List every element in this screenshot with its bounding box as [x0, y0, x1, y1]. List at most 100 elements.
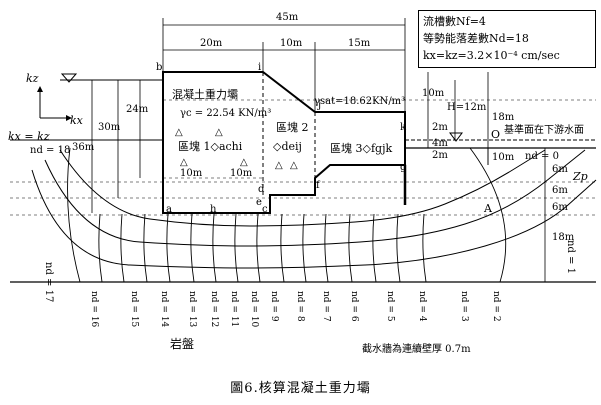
equipotential-line-1 — [98, 213, 103, 283]
equipotential-line-13 — [372, 213, 377, 283]
aggregate-symbol-5: △ — [275, 160, 283, 171]
pt-O-label: O — [491, 128, 500, 141]
dim-right-4m-label: 4m — [432, 138, 448, 149]
dim-24m-label: 24m — [126, 104, 149, 115]
point-label-f: f — [316, 180, 321, 191]
point-label-g: g — [400, 162, 407, 173]
point-label-h: h — [210, 204, 217, 215]
dim-36m-label: 36m — [72, 142, 95, 153]
equipotential-line-12 — [348, 213, 353, 283]
equipotential-drops-text: 等勢能落差數Nd=18 — [423, 32, 529, 45]
dim-6a-label: 6m — [552, 164, 568, 175]
bottom-nd-label-10: nd = 7 — [321, 291, 331, 322]
bottom-nd-label-12: nd = 5 — [385, 291, 395, 322]
equipotential-line-2 — [120, 213, 125, 283]
aggregate-symbol-4: △ — [240, 157, 248, 168]
nd17-label: nd = 17 — [43, 262, 54, 302]
bottom-nd-label-11: nd = 6 — [349, 291, 359, 322]
bedrock-label: 岩盤 — [170, 336, 194, 351]
aggregate-symbol-3: △ — [180, 157, 188, 168]
bottom-nd-label-1: nd = 16 — [89, 291, 99, 328]
headwater-symbol — [60, 73, 78, 83]
equipotential-line-right — [469, 147, 507, 283]
nd18-top-label: nd = 18 — [30, 145, 70, 156]
block2b-label: ◇deij — [273, 140, 302, 153]
bottom-nd-label-5: nd = 12 — [209, 291, 219, 327]
dim-right-2m-label: 2m — [432, 122, 448, 133]
kz-label: kz — [26, 72, 39, 85]
equipotential-line-7 — [234, 213, 239, 283]
equipotential-line-8 — [256, 213, 261, 283]
kz-arrow — [37, 86, 43, 92]
aggregate-symbol-2: △ — [215, 127, 223, 138]
gamma-sat-label: γsat=18.62KN/m³ — [314, 96, 405, 107]
dim-total-width-label: 45m — [276, 12, 299, 23]
equipotential-line-15 — [422, 213, 427, 283]
dim-18-label: 18m — [552, 232, 575, 243]
dim-right-H-label: H=12m — [447, 102, 487, 113]
bottom-nd-label-6: nd = 11 — [229, 291, 239, 327]
tailwater-symbol — [449, 132, 463, 142]
bottom-nd-label-2: nd = 15 — [129, 291, 139, 328]
cutoff-label: 截水牆為連續壁厚 0.7m — [362, 342, 471, 355]
equipotential-line-3 — [143, 213, 148, 283]
nd0-label: nd = 0 — [525, 151, 559, 162]
equipotential-lines — [67, 147, 507, 283]
flow-channels-text: 流槽數Nf=4 — [423, 15, 486, 28]
flow-line-3 — [31, 169, 597, 269]
point-label-a: a — [166, 204, 172, 215]
dim-right-2m-b-label: 2m — [432, 150, 448, 161]
equipotential-line-9 — [280, 213, 285, 283]
equipotential-line-5 — [190, 213, 195, 283]
figure-caption: 圖6.核算混凝土重力壩 — [230, 381, 371, 396]
bottom-nd-label-15: nd = 2 — [491, 291, 501, 322]
flow-lines — [31, 149, 597, 269]
bottom-nd-label-14: nd = 3 — [459, 291, 469, 322]
dim-right-18m-label: 18m — [492, 112, 515, 123]
equipotential-line-10 — [302, 213, 307, 283]
aggregate-symbol-6: △ — [290, 160, 298, 171]
dim-right-10b-label: 10m — [492, 152, 515, 163]
kx-arrow — [66, 115, 72, 121]
gamma-c-label: γc = 22.54 KN/m³ — [180, 108, 271, 119]
pt-A-label: A — [483, 202, 493, 215]
point-label-i: i — [258, 62, 261, 73]
bottom-nd-label-9: nd = 8 — [295, 291, 305, 322]
kx-label: kx — [70, 114, 84, 127]
point-labels: a b cde f g h i j k — [156, 62, 407, 215]
dam-body — [162, 71, 406, 214]
bottom-nd-label-4: nd = 13 — [187, 291, 197, 328]
nd1-label: nd = 1 — [565, 240, 576, 274]
block3-label: 區塊 3◇fgjk — [330, 142, 392, 155]
equipotential-line-14 — [396, 213, 401, 283]
info-box: 流槽數Nf=4 等勢能落差數Nd=18 kx=kz=3.2×10⁻⁴ cm/se… — [418, 10, 596, 68]
dim-right-10m-label: 10m — [422, 88, 445, 99]
point-label-c: c — [262, 204, 268, 215]
dim-zp-label: Zp — [572, 170, 588, 183]
equipotential-line-6 — [212, 213, 217, 283]
block2-label: 區塊 2 — [276, 121, 309, 134]
bottom-nd-label-13: nd = 4 — [417, 291, 427, 322]
dim-block2-label: 10m — [280, 38, 303, 49]
point-label-e: e — [256, 197, 262, 208]
dim-block3-label: 15m — [348, 38, 371, 49]
flow-line-1 — [59, 149, 546, 227]
dim-block1-label: 20m — [200, 38, 223, 49]
dam-name-label: 混凝土重力壩 — [172, 87, 238, 101]
aggregate-symbol-1: △ — [175, 127, 183, 138]
point-label-b: b — [156, 62, 162, 73]
dim-6b-label: 6m — [552, 185, 568, 196]
block1-label: 區塊 1◇achi — [178, 140, 243, 153]
equipotential-line-left — [67, 147, 81, 283]
dim-6c-label: 6m — [552, 202, 568, 213]
point-label-d: d — [258, 184, 265, 195]
bottom-nd-label-7: nd = 10 — [249, 291, 259, 328]
dim-base-left-label: 10m — [180, 168, 203, 179]
equipotential-line-4 — [166, 213, 171, 283]
point-label-j: j — [317, 100, 321, 111]
point-label-k: k — [400, 122, 407, 133]
equipotential-line-11 — [324, 213, 329, 283]
